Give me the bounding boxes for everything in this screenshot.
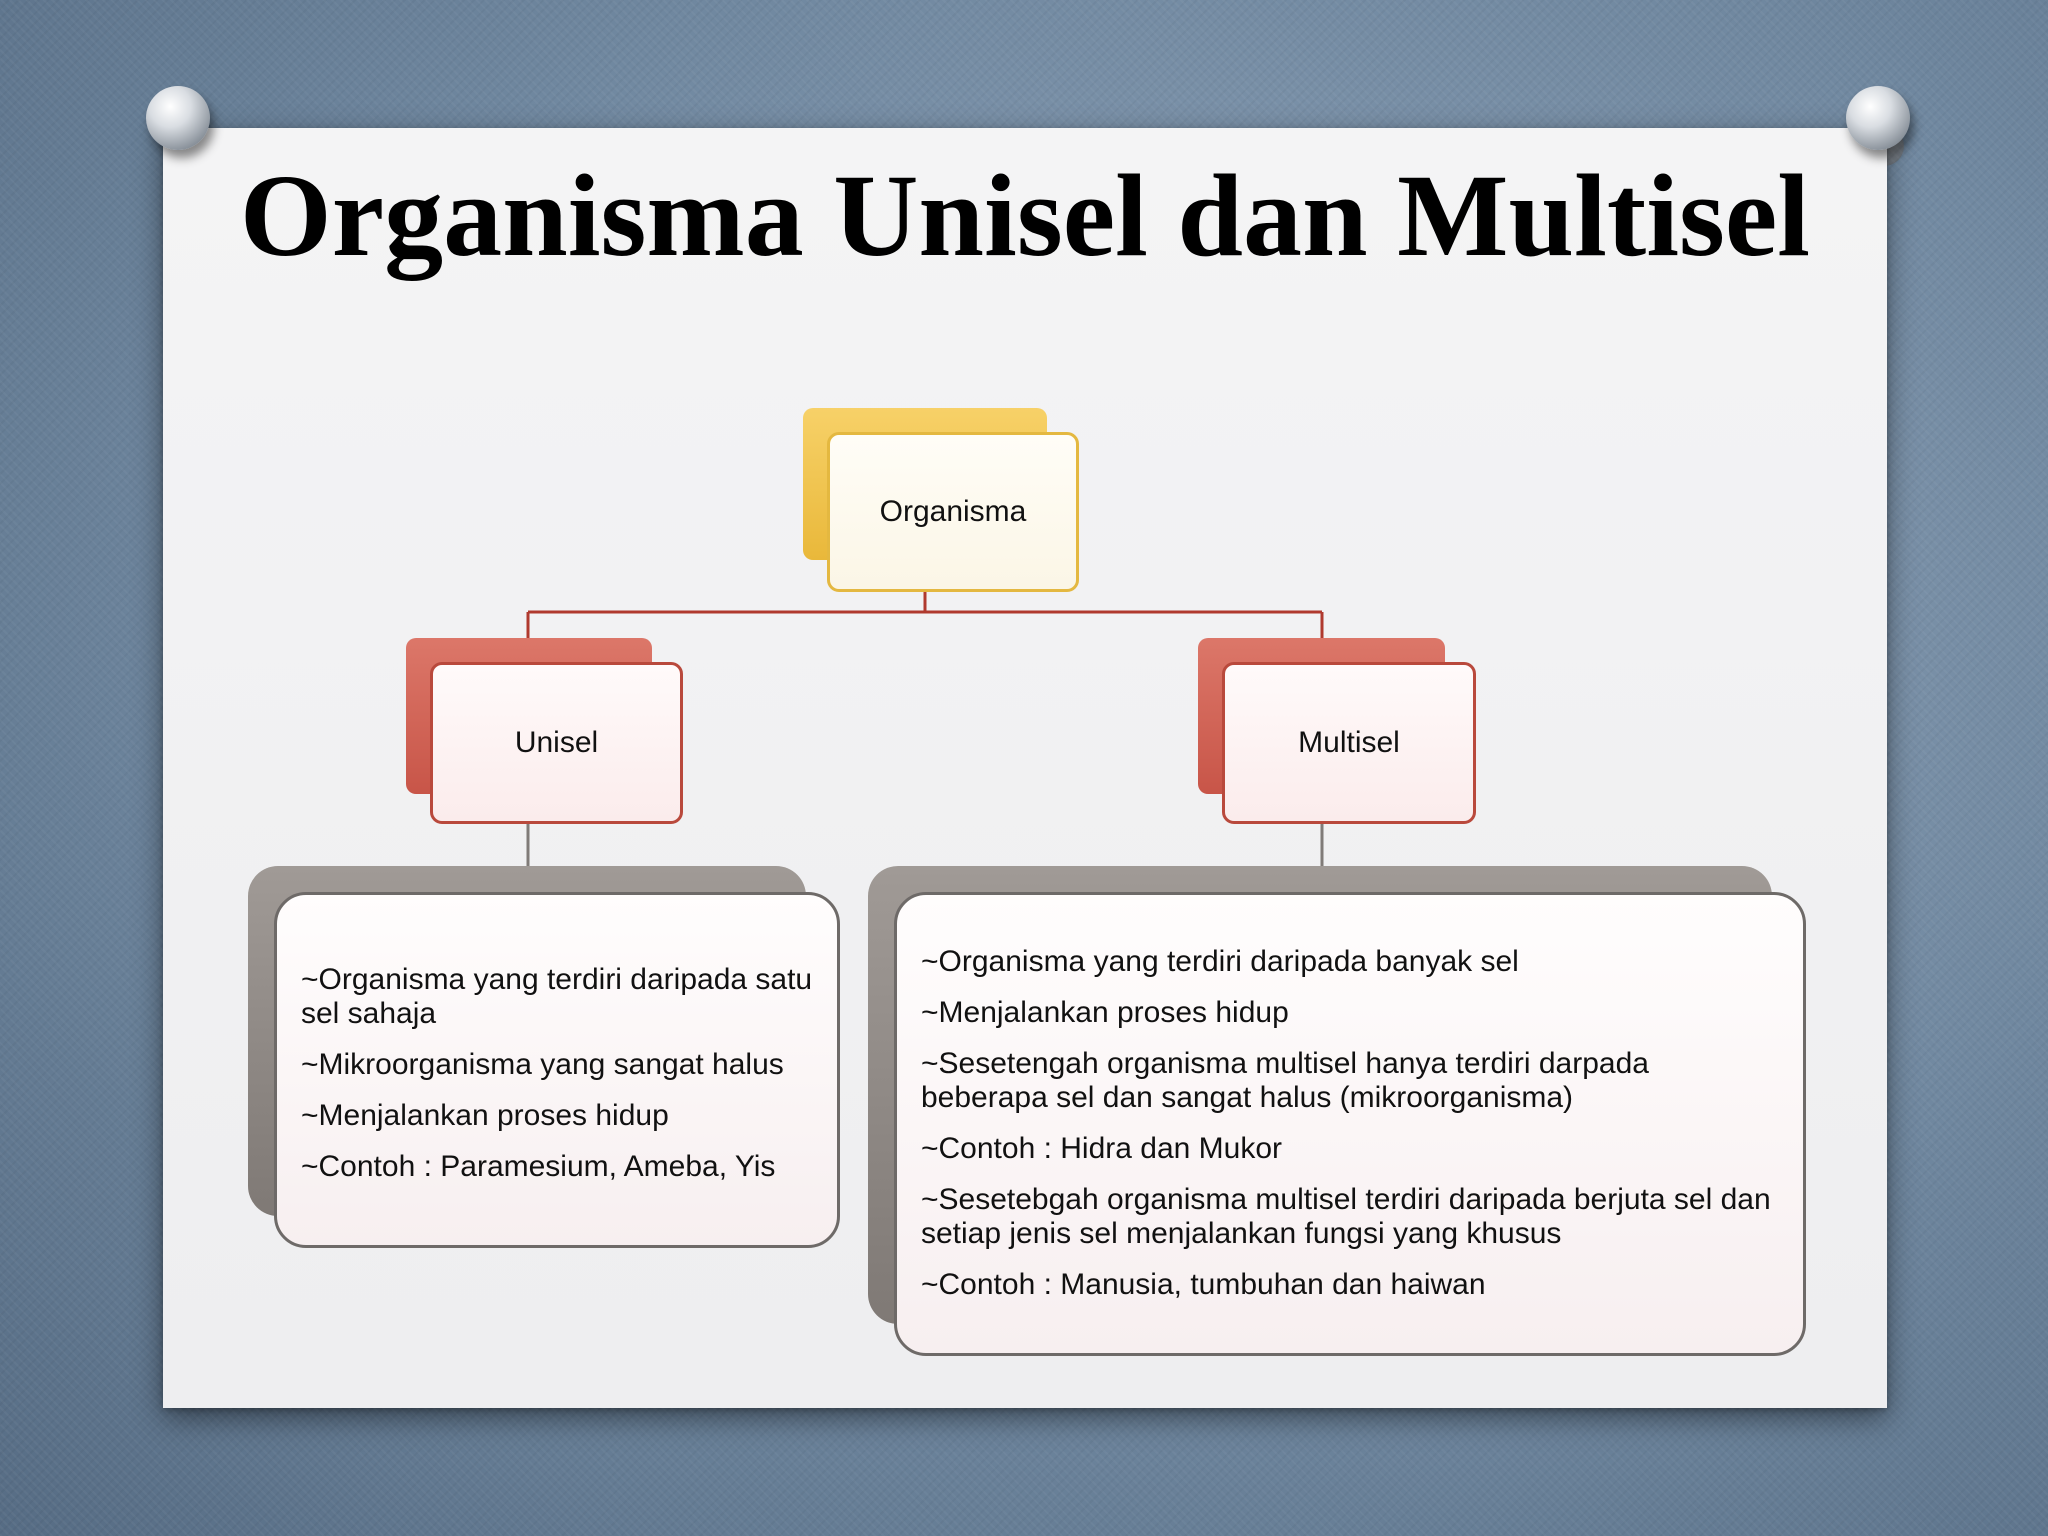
root-connector: [526, 588, 1324, 664]
multisel-info-list: ~Organisma yang terdiri daripada banyak …: [921, 945, 1779, 1302]
node-unisel-label: Unisel: [514, 726, 599, 759]
multisel-info-item: ~Contoh : Manusia, tumbuhan dan haiwan: [921, 1268, 1486, 1301]
unisel-info-item: ~Mikroorganisma yang sangat halus: [301, 1048, 784, 1081]
unisel-info-item: ~Menjalankan proses hidup: [301, 1099, 669, 1132]
node-organisma: Organisma: [803, 408, 1079, 592]
node-unisel: Unisel: [406, 638, 683, 824]
node-organisma-label: Organisma: [879, 495, 1027, 528]
multisel-info-item: ~Sesetebgah organisma multisel terdiri d…: [921, 1183, 1771, 1250]
unisel-info-box: ~Organisma yang terdiri daripada satu se…: [248, 866, 840, 1248]
multisel-info-box: ~Organisma yang terdiri daripada banyak …: [868, 866, 1806, 1356]
unisel-info-item: ~Contoh : Paramesium, Ameba, Yis: [301, 1150, 776, 1183]
unisel-info-list: ~Organisma yang terdiri daripada satu se…: [301, 963, 813, 1184]
multisel-info-item: ~Organisma yang terdiri daripada banyak …: [921, 945, 1519, 978]
multisel-info-item: ~Sesetengah organisma multisel hanya ter…: [921, 1047, 1649, 1114]
unisel-info-item: ~Organisma yang terdiri daripada satu se…: [301, 963, 813, 1030]
node-multisel: Multisel: [1198, 638, 1476, 824]
multisel-info-item: ~Contoh : Hidra dan Mukor: [921, 1132, 1283, 1165]
slide-title: Organisma Unisel dan Multisel: [239, 150, 1811, 281]
node-multisel-label: Multisel: [1298, 726, 1400, 759]
multisel-info-item: ~Menjalankan proses hidup: [921, 996, 1289, 1029]
